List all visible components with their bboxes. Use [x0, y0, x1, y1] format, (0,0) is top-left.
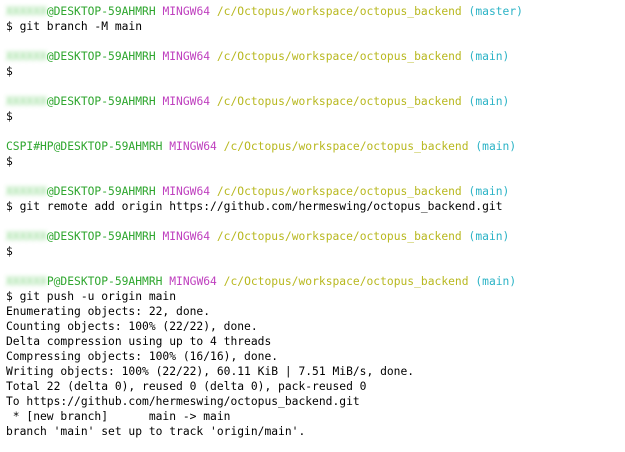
output-line: branch 'main' set up to track 'origin/ma…: [6, 425, 306, 438]
blank-line: [6, 79, 625, 94]
prompt-path: /c/Octopus/workspace/octopus_backend: [216, 230, 462, 243]
command-line[interactable]: $: [6, 245, 13, 258]
prompt-path: /c/Octopus/workspace/octopus_backend: [216, 185, 462, 198]
prompt-host: P@DESKTOP-59AHMRH: [46, 275, 163, 288]
output-line: Total 22 (delta 0), reused 0 (delta 0), …: [6, 380, 367, 393]
command-line[interactable]: $ git push -u origin main: [6, 290, 177, 303]
output-line: Compressing objects: 100% (16/16), done.: [6, 350, 279, 363]
prompt-host: @DESKTOP-59AHMRH: [46, 230, 156, 243]
prompt-path: /c/Octopus/workspace/octopus_backend: [223, 140, 469, 153]
redacted-username: XXXXXX: [6, 275, 47, 288]
prompt-branch: (main): [475, 275, 517, 288]
prompt-system: MINGW64: [162, 185, 211, 198]
prompt-host: @DESKTOP-59AHMRH: [53, 140, 163, 153]
command-line[interactable]: $: [6, 110, 13, 123]
prompt-line: XXXXXX@DESKTOP-59AHMRH MINGW64 /c/Octopu…: [6, 184, 625, 199]
prompt-host: @DESKTOP-59AHMRH: [46, 50, 156, 63]
output-line: Enumerating objects: 22, done.: [6, 305, 211, 318]
prompt-path: /c/Octopus/workspace/octopus_backend: [216, 50, 462, 63]
command-line[interactable]: $ git remote add origin https://github.c…: [6, 200, 503, 213]
prompt-branch: (main): [468, 185, 510, 198]
prompt-line: XXXXXX@DESKTOP-59AHMRH MINGW64 /c/Octopu…: [6, 94, 625, 109]
blank-line: [6, 259, 625, 274]
prompt-line: XXXXXX@DESKTOP-59AHMRH MINGW64 /c/Octopu…: [6, 4, 625, 19]
prompt-branch: (main): [468, 95, 510, 108]
redacted-username: XXXXXX: [6, 95, 47, 108]
prompt-branch: (main): [468, 230, 510, 243]
prompt-host: @DESKTOP-59AHMRH: [46, 95, 156, 108]
prompt-branch: (master): [468, 5, 523, 18]
redacted-username: XXXXXX: [6, 50, 47, 63]
prompt-line: XXXXXXP@DESKTOP-59AHMRH MINGW64 /c/Octop…: [6, 274, 625, 289]
prompt-branch: (main): [468, 50, 510, 63]
prompt-line: XXXXXX@DESKTOP-59AHMRH MINGW64 /c/Octopu…: [6, 229, 625, 244]
prompt-host: @DESKTOP-59AHMRH: [46, 185, 156, 198]
prompt-username: CSPI#HP: [6, 140, 54, 153]
redacted-username: XXXXXX: [6, 230, 47, 243]
redacted-username: XXXXXX: [6, 185, 47, 198]
prompt-branch: (main): [475, 140, 517, 153]
output-line: * [new branch] main -> main: [6, 410, 231, 423]
output-line: Writing objects: 100% (22/22), 60.11 KiB…: [6, 365, 415, 378]
prompt-host: @DESKTOP-59AHMRH: [46, 5, 156, 18]
command-line[interactable]: $: [6, 65, 13, 78]
prompt-line: XXXXXX@DESKTOP-59AHMRH MINGW64 /c/Octopu…: [6, 49, 625, 64]
prompt-path: /c/Octopus/workspace/octopus_backend: [216, 95, 462, 108]
prompt-system: MINGW64: [162, 95, 211, 108]
blank-line: [6, 214, 625, 229]
prompt-system: MINGW64: [162, 230, 211, 243]
prompt-line: CSPI#HP@DESKTOP-59AHMRH MINGW64 /c/Octop…: [6, 139, 625, 154]
prompt-system: MINGW64: [169, 275, 217, 288]
command-line[interactable]: $: [6, 155, 13, 168]
output-line: Delta compression using up to 4 threads: [6, 335, 272, 348]
output-line: Counting objects: 100% (22/22), done.: [6, 320, 258, 333]
prompt-path: /c/Octopus/workspace/octopus_backend: [223, 275, 469, 288]
blank-line: [6, 124, 625, 139]
prompt-system: MINGW64: [162, 50, 211, 63]
prompt-path: /c/Octopus/workspace/octopus_backend: [216, 5, 462, 18]
blank-line: [6, 34, 625, 49]
command-line[interactable]: $ git branch -M main: [6, 20, 143, 33]
prompt-system: MINGW64: [162, 5, 211, 18]
prompt-system: MINGW64: [169, 140, 217, 153]
blank-line: [6, 169, 625, 184]
output-line: To https://github.com/hermeswing/octopus…: [6, 395, 360, 408]
redacted-username: XXXXXX: [6, 5, 47, 18]
